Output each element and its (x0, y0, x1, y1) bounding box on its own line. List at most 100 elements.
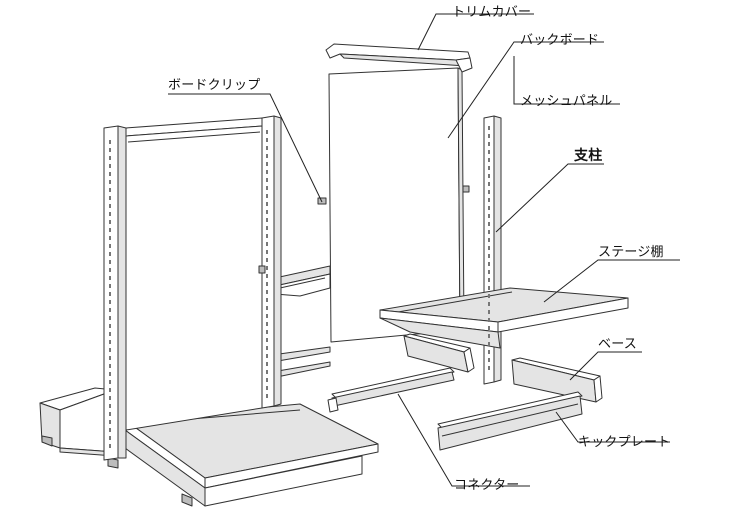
slot-hole (266, 186, 268, 190)
slot-hole (266, 338, 268, 342)
slot-hole (488, 326, 490, 330)
slot-hole (488, 198, 490, 202)
slot-hole (488, 302, 490, 306)
label-mesh-panel: メッシュパネル (520, 94, 613, 109)
slot-hole (109, 348, 111, 352)
slot-hole (109, 356, 111, 360)
slot-hole (488, 286, 490, 290)
slot-hole (109, 300, 111, 304)
leader-lines (168, 13, 680, 487)
slot-hole (109, 316, 111, 320)
slot-hole (266, 346, 268, 350)
slot-hole (488, 158, 490, 162)
slot-hole (109, 212, 111, 216)
slot-hole (109, 260, 111, 264)
slot-hole (109, 324, 111, 328)
slot-hole (109, 380, 111, 384)
slot-hole (488, 278, 490, 282)
base-part (511, 357, 603, 403)
slot-hole (266, 306, 268, 310)
slot-hole (488, 294, 490, 298)
label-base: ベース (598, 337, 637, 352)
slot-hole (266, 234, 268, 238)
slot-hole (488, 222, 490, 226)
slot-hole (109, 268, 111, 272)
slot-hole (109, 308, 111, 312)
slot-hole (109, 364, 111, 368)
slot-hole (266, 386, 268, 390)
slot-hole (109, 436, 111, 440)
slot-hole (488, 182, 490, 186)
slot-hole (109, 388, 111, 392)
slot-hole (266, 330, 268, 334)
slot-hole (266, 298, 268, 302)
slot-hole (266, 154, 268, 158)
slot-hole (266, 194, 268, 198)
stage-shelf-part (379, 287, 629, 349)
slot-hole (266, 274, 268, 278)
label-stage-shelf: ステージ棚 (598, 245, 664, 260)
slot-hole (109, 148, 111, 152)
slot-hole (488, 142, 490, 146)
slot-hole (488, 190, 490, 194)
slot-hole (109, 236, 111, 240)
slot-hole (488, 126, 490, 130)
label-back-board: バックボード (520, 33, 600, 48)
frame-left-slots (109, 140, 111, 448)
label-trim-cover: トリムカバー (452, 5, 532, 20)
slot-hole (266, 202, 268, 206)
slot-hole (488, 254, 490, 258)
slot-hole (266, 282, 268, 286)
slot-hole (488, 334, 490, 338)
slot-hole (266, 354, 268, 358)
slot-hole (488, 230, 490, 234)
slot-hole (266, 178, 268, 182)
slot-hole (109, 332, 111, 336)
slot-hole (488, 318, 490, 322)
slot-hole (488, 238, 490, 242)
base-unit (39, 387, 379, 507)
slot-hole (488, 134, 490, 138)
connector-part (327, 367, 455, 413)
base-bracket-part (403, 333, 475, 373)
slot-hole (266, 226, 268, 230)
slot-hole (109, 180, 111, 184)
slot-hole (109, 196, 111, 200)
slot-hole (266, 370, 268, 374)
slot-hole (266, 250, 268, 254)
slot-hole (266, 162, 268, 166)
slot-hole (266, 394, 268, 398)
slot-hole (266, 130, 268, 134)
label-post: 支柱 (574, 148, 603, 164)
slot-hole (488, 358, 490, 362)
slot-hole (109, 244, 111, 248)
slot-hole (109, 140, 111, 144)
slot-hole (266, 266, 268, 270)
slot-hole (109, 284, 111, 288)
slot-hole (109, 172, 111, 176)
slot-hole (488, 310, 490, 314)
frame-right-slots (266, 130, 268, 398)
slot-hole (488, 166, 490, 170)
slot-hole (266, 218, 268, 222)
slot-hole (488, 150, 490, 154)
slot-hole (266, 290, 268, 294)
slot-hole (109, 444, 111, 448)
back-board-panel (328, 67, 470, 343)
slot-hole (488, 214, 490, 218)
slot-hole (266, 210, 268, 214)
slot-hole (266, 314, 268, 318)
slot-hole (488, 366, 490, 370)
slot-hole (109, 372, 111, 376)
slot-hole (109, 412, 111, 416)
rear-shelf (271, 265, 331, 379)
slot-hole (266, 362, 268, 366)
slot-hole (109, 204, 111, 208)
slot-hole (109, 220, 111, 224)
slot-hole (109, 404, 111, 408)
slot-hole (109, 188, 111, 192)
slot-hole (266, 378, 268, 382)
slot-hole (109, 428, 111, 432)
upright-frame (103, 115, 282, 461)
